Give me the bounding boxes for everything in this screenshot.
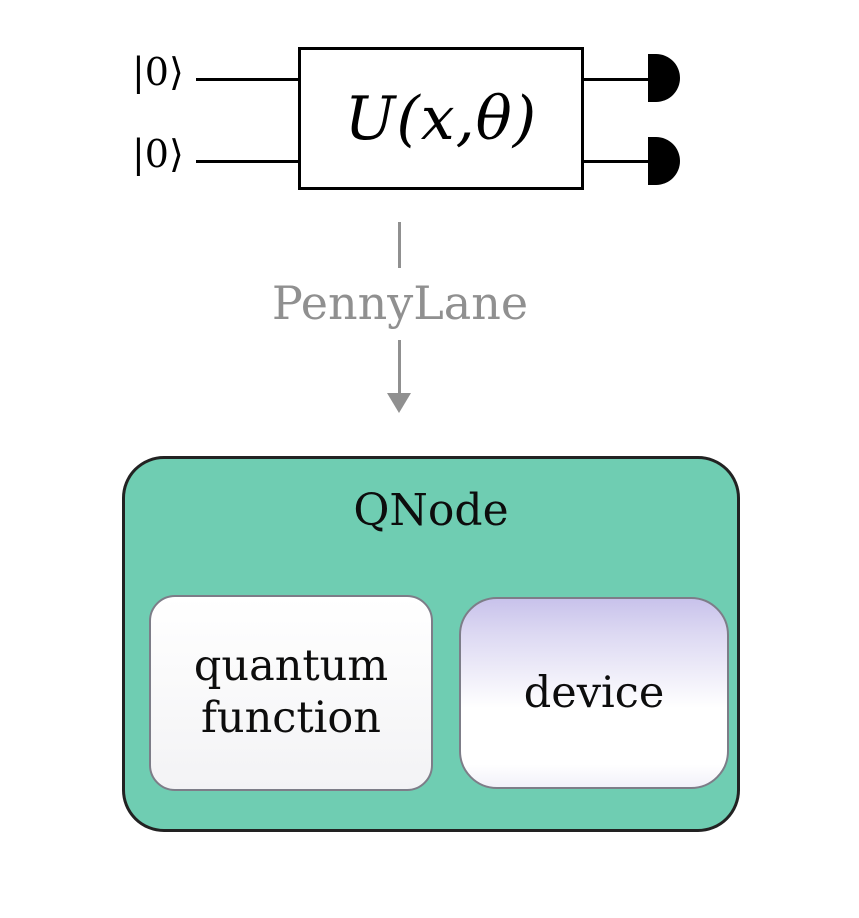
qubit-label-1: |0⟩	[132, 132, 184, 176]
device-label: device	[523, 668, 665, 718]
pennylane-label: PennyLane	[271, 276, 529, 330]
detector-bar	[648, 137, 656, 185]
quantum-function-label: quantum function	[194, 641, 388, 744]
measurement-detector-icon	[648, 137, 680, 185]
qnode-title: QNode	[353, 485, 509, 536]
wire-top-left	[196, 78, 298, 81]
qnode-container: QNode quantum function device	[122, 456, 740, 832]
quantum-function-line1: quantum	[193, 641, 389, 692]
wire-bottom-left	[196, 160, 298, 163]
qubit-label-0: |0⟩	[132, 50, 184, 94]
arrow-line-top	[398, 222, 401, 268]
wire-bottom-right	[584, 160, 650, 163]
quantum-function-box: quantum function	[149, 595, 433, 791]
quantum-function-line2: function	[201, 693, 381, 743]
detector-dome	[656, 137, 680, 185]
arrow-line-bottom	[398, 340, 401, 394]
unitary-gate-box: U(x,θ)	[298, 47, 584, 190]
detector-dome	[656, 54, 680, 102]
wire-top-right	[584, 78, 650, 81]
detector-bar	[648, 54, 656, 102]
gate-label: U(x,θ)	[344, 83, 538, 154]
device-box: device	[459, 597, 729, 789]
arrowhead-icon	[387, 393, 411, 413]
measurement-detector-icon	[648, 54, 680, 102]
